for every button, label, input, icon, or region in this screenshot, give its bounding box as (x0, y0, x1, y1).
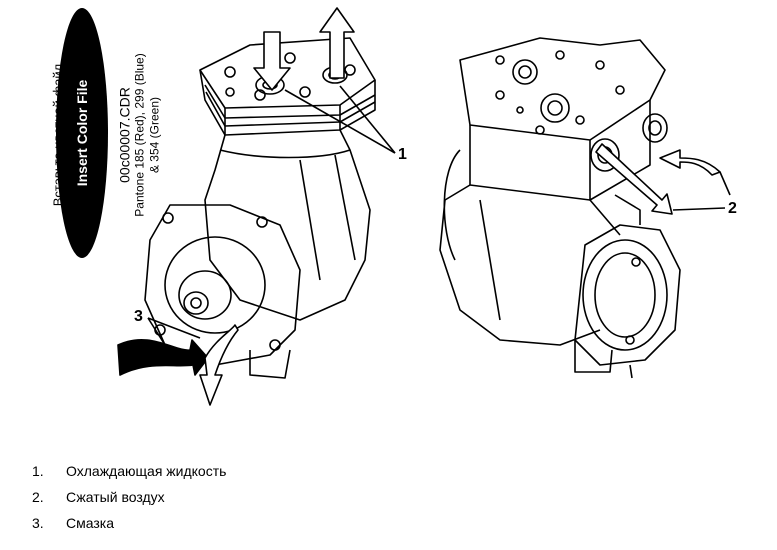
callout-2: 2 (728, 200, 737, 217)
legend-item-lubrication: 3. Смазка (32, 510, 226, 536)
legend-item-compressed-air: 2. Сжатый воздух (32, 484, 226, 510)
compressor-diagram (117, 7, 731, 406)
legend-text: Смазка (66, 515, 115, 531)
right-compressor-drawing (439, 37, 681, 379)
left-compressor-drawing (144, 37, 376, 379)
callout-1: 1 (398, 146, 407, 163)
badge-info: 00c00007.CDR Pantone 185 (Red), 299 (Blu… (110, 10, 170, 260)
left-coolant-arrows (253, 7, 396, 154)
badge-filename: 00c00007.CDR (116, 87, 133, 183)
badge-pantone-line1: Pantone 185 (Red), 299 (Blue) (132, 53, 147, 217)
left-lubrication-arrows (117, 317, 239, 406)
right-air-arrows (595, 143, 731, 215)
legend-text: Сжатый воздух (66, 489, 165, 505)
legend-item-coolant: 1. Охлаждающая жидкость (32, 458, 226, 484)
callout-3: 3 (134, 308, 143, 325)
badge-title: Insert Color File (74, 79, 90, 187)
legend-number: 3. (32, 515, 44, 531)
badge-pantone-line2: & 354 (Green) (147, 96, 162, 174)
legend: 1. Охлаждающая жидкость 2. Сжатый воздух 3… (32, 458, 226, 536)
insert-color-file-badge: Insert Color File (56, 8, 108, 258)
legend-number: 2. (32, 489, 44, 505)
legend-number: 1. (32, 463, 44, 479)
legend-text: Охлаждающая жидкость (66, 463, 227, 479)
